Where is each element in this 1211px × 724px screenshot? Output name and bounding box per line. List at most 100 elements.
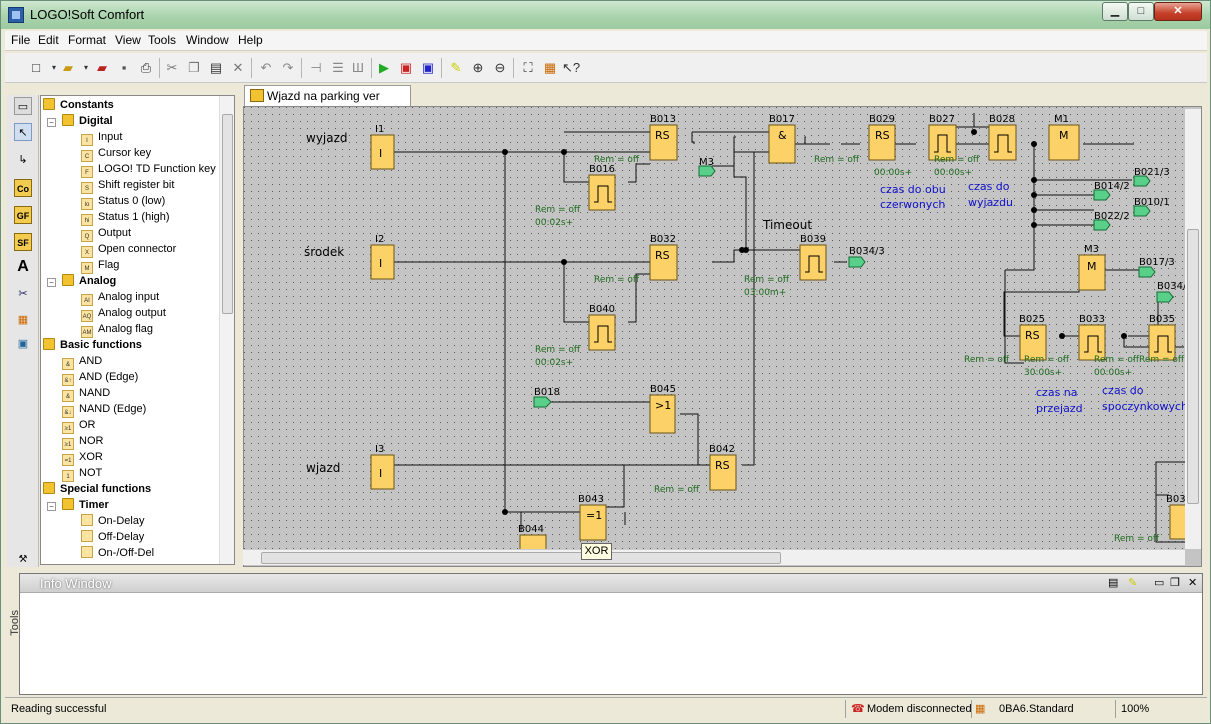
document-tab[interactable]: Wjazd na parking ver 2,0.lsc (244, 85, 411, 123)
horizontal-scroll-thumb[interactable] (261, 552, 781, 564)
block-b017[interactable]: B017 & (768, 114, 796, 164)
flag-b034[interactable]: B034/3 (848, 246, 885, 268)
tree-item[interactable]: &NAND (62, 385, 110, 402)
maximize-button[interactable]: □ (1128, 2, 1154, 21)
block-b033[interactable]: B033 Rem = off 00:00s+ (1078, 314, 1140, 378)
canvas-horizontal-scrollbar[interactable] (243, 549, 1185, 565)
block-b025[interactable]: B025 RS Rem = off Rem = off 30:00s+ (964, 314, 1070, 378)
info-restore-icon[interactable]: ❐ (1170, 577, 1180, 589)
tree-item[interactable]: &AND (62, 353, 102, 370)
split-connection-icon[interactable]: ⊣ (310, 60, 322, 75)
save-icon[interactable]: ▪ (121, 60, 127, 75)
tree-constants[interactable]: Constants (43, 97, 114, 113)
info-close-icon[interactable]: ✕ (1188, 577, 1198, 589)
block-b044[interactable]: B044 (518, 524, 547, 550)
zoom-in-icon[interactable]: ⊕ (472, 60, 484, 75)
tree-item[interactable]: &↑AND (Edge) (62, 369, 138, 386)
simulation-tool-icon[interactable]: ▦ (17, 314, 29, 326)
block-b016[interactable]: B016 Rem = off 00:02s+ (535, 164, 616, 228)
select-hardware-icon[interactable]: ▦ (543, 60, 557, 75)
open-icon[interactable]: ▰ (63, 60, 73, 75)
info-clear-icon[interactable]: ✎ (1128, 577, 1138, 589)
block-m3[interactable]: M3 M (1078, 244, 1106, 291)
print-icon[interactable]: ⎙ (140, 60, 152, 75)
flag-m3-input[interactable]: M3 (698, 157, 716, 177)
block-b043[interactable]: B043 =1 (578, 494, 607, 541)
close-button[interactable]: ✕ (1154, 2, 1202, 21)
tree-analog[interactable]: Analog (62, 273, 116, 289)
fit-icon[interactable]: ⛶ (523, 60, 533, 75)
block-m1[interactable]: M1 M (1048, 114, 1080, 161)
info-copy-icon[interactable]: ▤ (1108, 577, 1119, 589)
pc-to-logo-icon[interactable]: ▣ (399, 60, 413, 75)
undo-icon[interactable]: ↶ (260, 60, 272, 75)
block-b039[interactable]: B039 Rem = off 03:00m+ (744, 234, 827, 298)
new-dropdown-icon[interactable]: ▾ (51, 63, 56, 72)
diagram-canvas[interactable]: wyjazd środek wjazd Timeout I1 I I2 I I3… (243, 106, 1202, 567)
close-file-icon[interactable]: ▰ (97, 60, 107, 75)
logo-to-pc-icon[interactable]: ▣ (421, 60, 435, 75)
collapse-digital-icon[interactable]: − (47, 118, 56, 127)
redo-icon[interactable]: ↷ (282, 60, 294, 75)
block-b032[interactable]: B032 RS Rem = off (594, 234, 678, 285)
menu-file[interactable]: File (11, 33, 31, 47)
tree-item[interactable]: On-Delay (81, 513, 144, 529)
block-b029[interactable]: B029 RS Rem = off (814, 114, 896, 165)
tree-scrollbar[interactable] (219, 96, 234, 564)
delete-icon[interactable]: ✕ (232, 60, 244, 75)
flag-b010[interactable]: B010/1 (1133, 197, 1170, 217)
tree-timer[interactable]: Timer (62, 497, 109, 513)
align-horizontal-icon[interactable]: Ш (352, 60, 364, 75)
highlight-icon[interactable]: ✎ (450, 60, 462, 75)
input-i3[interactable]: I3 I (370, 444, 395, 490)
flag-b022[interactable]: B022/2 (1093, 211, 1130, 231)
menu-window[interactable]: Window (186, 33, 229, 47)
flag-b014[interactable]: B014/2 (1093, 181, 1130, 201)
tree-item[interactable]: &↓NAND (Edge) (62, 401, 146, 418)
flag-b018[interactable]: B018 (533, 387, 560, 408)
function-block-diagram[interactable]: wyjazd środek wjazd Timeout I1 I I2 I I3… (244, 107, 1186, 550)
collapse-analog-icon[interactable]: − (47, 278, 56, 287)
tree-special-functions[interactable]: Special functions (43, 481, 151, 497)
block-b03x[interactable]: B03 Rem = off (1114, 461, 1186, 544)
cut-icon[interactable]: ✂ (166, 60, 178, 75)
menu-format[interactable]: Format (68, 33, 107, 47)
flag-b017[interactable]: B017/3 (1138, 257, 1175, 278)
canvas-vertical-scrollbar[interactable] (1185, 109, 1201, 549)
paste-icon[interactable]: ▤ (209, 60, 223, 75)
help-pointer-icon[interactable]: ↖? (562, 60, 581, 75)
flag-b034-right[interactable]: B034/ (1156, 281, 1186, 303)
menu-edit[interactable]: Edit (38, 33, 59, 47)
gf-tool-icon[interactable]: GF (14, 206, 32, 224)
tree-scroll-thumb[interactable] (222, 114, 233, 314)
online-test-icon[interactable]: ▣ (17, 338, 29, 350)
vertical-scroll-thumb[interactable] (1187, 229, 1199, 504)
menu-tools[interactable]: Tools (148, 33, 177, 47)
block-b027[interactable]: B027 Rem = off 00:00s+ 00:00s+ (874, 114, 980, 178)
connect-tool-icon[interactable]: ↳ (18, 154, 28, 166)
block-b028[interactable]: B028 (988, 114, 1017, 161)
block-b042[interactable]: B042 RS Rem = off (654, 444, 737, 495)
block-b045[interactable]: B045 >1 (649, 384, 676, 434)
text-tool-icon[interactable]: A (17, 258, 29, 275)
minimize-button[interactable]: ▁ (1102, 2, 1128, 21)
tree-digital[interactable]: Digital (62, 113, 113, 129)
title-bar[interactable]: LOGO!Soft Comfort ▁ □ ✕ (1, 1, 1210, 29)
tree-item[interactable]: On-/Off-Del (81, 545, 154, 561)
input-i2[interactable]: I2 I (370, 234, 395, 280)
co-tool-icon[interactable]: Co (14, 179, 32, 197)
sf-tool-icon[interactable]: SF (14, 233, 32, 251)
tree-basic-functions[interactable]: Basic functions (43, 337, 142, 353)
block-b035[interactable]: B035 Rem = off Rem = off (1139, 314, 1185, 365)
menu-view[interactable]: View (115, 33, 141, 47)
